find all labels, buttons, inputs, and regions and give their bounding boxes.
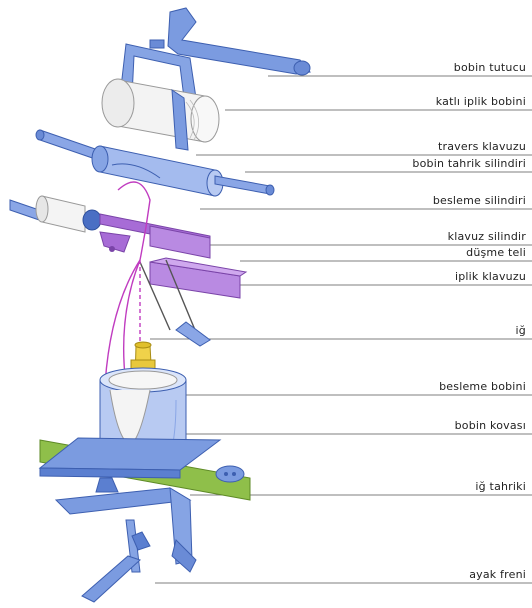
feed-roller xyxy=(10,196,210,258)
label-travers-klavuzu: travers klavuzu xyxy=(438,140,526,153)
label-bobin-tahrik-silindiri: bobin tahrik silindiri xyxy=(412,157,526,170)
label-dusme-teli: düşme teli xyxy=(466,246,526,259)
label-bobin-tutucu: bobin tutucu xyxy=(454,61,526,74)
label-ig: iğ xyxy=(516,324,526,337)
drive-cylinder xyxy=(36,130,274,196)
label-besleme-silindiri: besleme silindiri xyxy=(433,194,526,207)
label-besleme-bobini: besleme bobini xyxy=(439,380,526,393)
yarn-guide xyxy=(140,258,246,346)
label-bobin-kovasi: bobin kovası xyxy=(455,419,526,432)
wound-package xyxy=(102,79,219,150)
bobbin-holder xyxy=(120,8,310,98)
label-iplik-klavuzu: iplik klavuzu xyxy=(455,270,526,283)
label-ig-tahriki: iğ tahriki xyxy=(475,480,526,493)
label-ayak-freni: ayak freni xyxy=(469,568,526,581)
label-klavuz-silindir: klavuz silindir xyxy=(448,230,526,243)
foot-brake xyxy=(56,488,196,602)
label-katli-iplik-bobini: katlı iplik bobini xyxy=(436,95,526,108)
